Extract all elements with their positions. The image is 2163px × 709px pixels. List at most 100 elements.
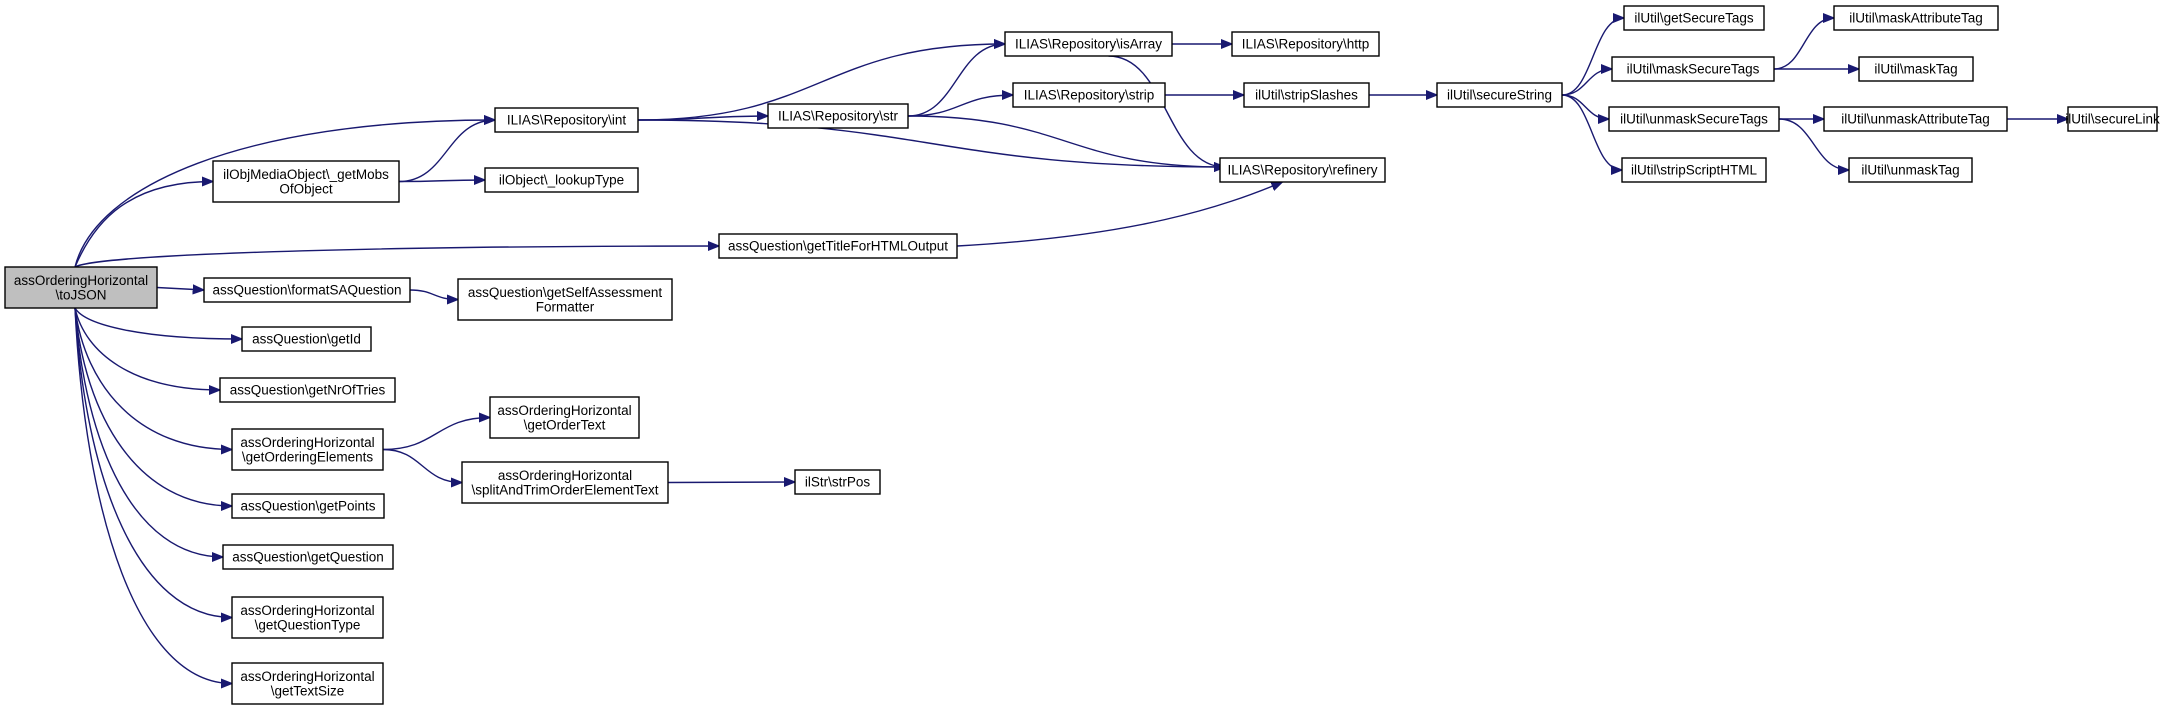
node-box [1436,82,1563,108]
node-refinery[interactable]: ILIAS\Repository\refinery [1219,157,1386,183]
edge-getOrderingElements-to-splitAndTrim [382,448,462,483]
edge-root-to-int [74,120,495,268]
node-label: OfObject [279,181,333,196]
node-int[interactable]: ILIAS\Repository\int [494,107,639,133]
node-label: ilUtil\stripSlashes [1255,88,1358,103]
node-box [457,278,673,321]
node-box [1004,31,1173,57]
node-isArray[interactable]: ILIAS\Repository\isArray [1004,31,1173,57]
node-label: assQuestion\getSelfAssessment [468,285,663,300]
node-splitAndTrim[interactable]: assOrderingHorizontal\splitAndTrimOrderE… [461,461,669,504]
edge-unmaskSecureTags-to-unmaskTag [1778,118,1849,170]
node-box [718,233,958,259]
nodes-layer: assOrderingHorizontal\toJSON ILIAS\Reposi… [4,5,2160,705]
node-str[interactable]: ILIAS\Repository\str [767,103,909,129]
node-getTitle[interactable]: assQuestion\getTitleForHTMLOutput [718,233,958,259]
node-label: ilUtil\maskSecureTags [1627,62,1760,77]
node-box [1623,5,1765,31]
node-box [1243,82,1370,108]
edge-secureString-to-unmaskSecureTags [1561,94,1610,119]
edge-int-to-refinery [637,119,1225,167]
node-label: ilUtil\unmaskTag [1861,163,1959,178]
edge-getOrderingElements-to-getOrderText [382,418,490,451]
node-box [1012,82,1166,108]
node-secureString[interactable]: ilUtil\secureString [1436,82,1563,108]
node-box [484,167,639,193]
node-box [1833,5,1999,31]
node-label: \getOrderText [524,417,606,432]
edge-str-to-strip [907,95,1013,117]
node-label: assOrderingHorizontal [240,669,374,684]
node-box [1621,157,1767,183]
node-lookupType[interactable]: ilObject\_lookupType [484,167,639,193]
node-unmaskSecureTags[interactable]: ilUtil\unmaskSecureTags [1608,106,1780,132]
node-stripSlashes[interactable]: ilUtil\stripSlashes [1243,82,1370,108]
node-label: ILIAS\Repository\refinery [1227,163,1377,178]
node-label: assOrderingHorizontal [497,403,631,418]
node-box [212,160,400,203]
node-label: ilUtil\stripScriptHTML [1631,163,1758,178]
node-getTextSize[interactable]: assOrderingHorizontal\getTextSize [231,662,384,705]
node-http[interactable]: ILIAS\Repository\http [1231,31,1380,57]
node-getNrOfTries[interactable]: assQuestion\getNrOfTries [219,377,396,403]
node-getQuestion[interactable]: assQuestion\getQuestion [222,544,394,570]
edge-root-to-getQuestionType [74,307,232,618]
node-label: ilUtil\maskAttributeTag [1849,11,1983,26]
node-getQuestionType[interactable]: assOrderingHorizontal\getQuestionType [231,596,384,639]
node-box [1231,31,1380,57]
node-unmaskAttributeTag[interactable]: ilUtil\unmaskAttributeTag [1823,106,2008,132]
node-box [231,662,384,705]
node-formatSA[interactable]: assQuestion\formatSAQuestion [203,277,411,303]
edge-secureString-to-maskSecureTags [1561,69,1613,96]
node-box [231,428,384,471]
edge-isArray-to-refinery [1108,55,1226,167]
node-label: assQuestion\formatSAQuestion [212,283,401,298]
edge-root-to-formatSA [156,288,204,291]
node-box [489,396,640,439]
node-label: assQuestion\getId [252,332,361,347]
node-box [203,277,411,303]
node-label: assOrderingHorizontal [498,468,632,483]
node-getPoints[interactable]: assQuestion\getPoints [231,493,385,519]
node-box [231,493,385,519]
node-label: assQuestion\getNrOfTries [230,383,386,398]
node-label: ILIAS\Repository\strip [1024,88,1155,103]
node-box [2067,106,2158,132]
edge-root-to-getTitle [74,246,719,268]
node-getOrderText[interactable]: assOrderingHorizontal\getOrderText [489,396,640,439]
edge-int-to-isArray [637,44,1005,121]
edge-secureString-to-stripScriptHTML [1561,94,1623,170]
edge-splitAndTrim-to-strPos [667,482,795,483]
node-box [494,107,639,133]
node-label: Formatter [536,299,595,314]
node-maskAttributeTag[interactable]: ilUtil\maskAttributeTag [1833,5,1999,31]
node-strip[interactable]: ILIAS\Repository\strip [1012,82,1166,108]
node-secureLink[interactable]: ilUtil\secureLink [2065,106,2160,132]
node-label: \getTextSize [271,683,345,698]
edge-root-to-getNrOfTries [74,307,220,390]
node-label: \splitAndTrimOrderElementText [471,482,658,497]
node-getId[interactable]: assQuestion\getId [241,326,372,352]
node-unmaskTag[interactable]: ilUtil\unmaskTag [1848,157,1973,183]
edge-secureString-to-getSecureTags [1561,18,1625,96]
node-getOrderingElements[interactable]: assOrderingHorizontal\getOrderingElement… [231,428,384,471]
node-maskSecureTags[interactable]: ilUtil\maskSecureTags [1611,56,1775,82]
node-box [222,544,394,570]
edge-getTitle-to-refinery [956,181,1283,247]
node-maskTag[interactable]: ilUtil\maskTag [1858,56,1974,82]
node-stripScriptHTML[interactable]: ilUtil\stripScriptHTML [1621,157,1767,183]
node-root[interactable]: assOrderingHorizontal\toJSON [4,266,158,309]
node-label: assOrderingHorizontal [240,435,374,450]
edges-layer [74,18,2068,684]
node-box [4,266,158,309]
node-label: ILIAS\Repository\http [1242,37,1370,52]
node-label: ilUtil\unmaskAttributeTag [1841,112,1990,127]
node-label: ilObject\_lookupType [499,173,624,188]
node-label: \getOrderingElements [242,449,374,464]
node-label: assOrderingHorizontal [14,273,148,288]
node-strPos[interactable]: ilStr\strPos [794,469,881,495]
node-getSecureTags[interactable]: ilUtil\getSecureTags [1623,5,1765,31]
